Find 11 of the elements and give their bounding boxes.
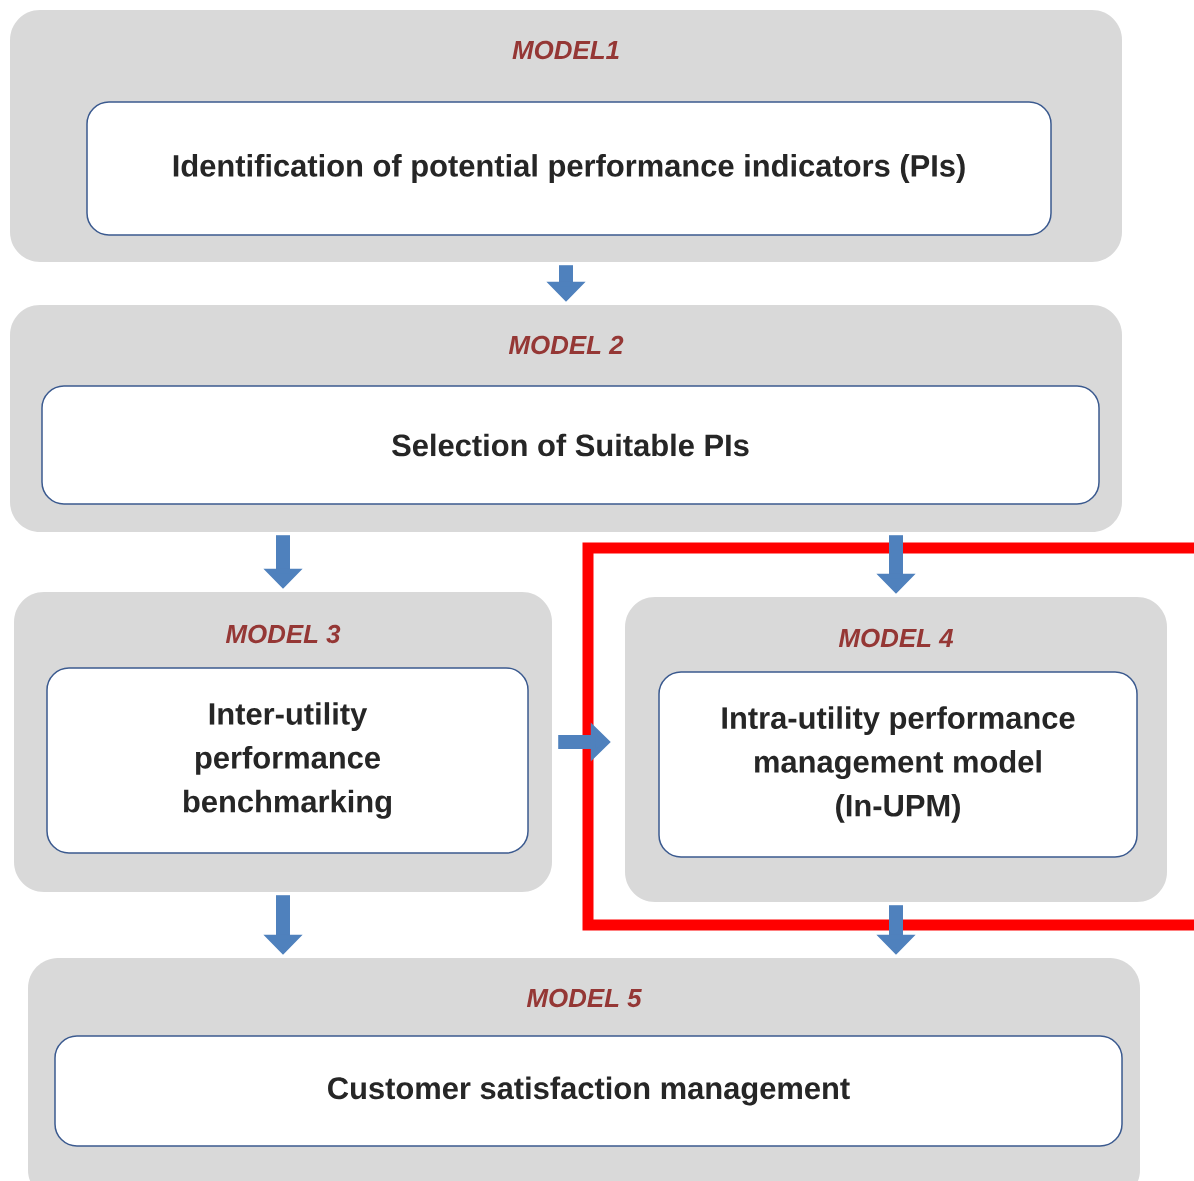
- process-box: Selection of Suitable PIs: [41, 385, 1100, 505]
- panel-title: MODEL 5: [526, 988, 642, 1008]
- panel-title: MODEL 4: [838, 628, 954, 648]
- process-box: Inter-utility performance benchmarking: [46, 667, 529, 854]
- process-box: Customer satisfaction management: [54, 1035, 1123, 1147]
- panel-title: MODEL 3: [225, 624, 341, 644]
- panel-title: MODEL 2: [508, 335, 624, 355]
- panel-title: MODEL1: [512, 40, 619, 60]
- process-box: Identification of potential performance indicators (PIs): [86, 101, 1052, 236]
- highlight-frame: [582, 542, 1194, 931]
- process-box: Intra-utility performance management model (In-UPM): [658, 671, 1138, 858]
